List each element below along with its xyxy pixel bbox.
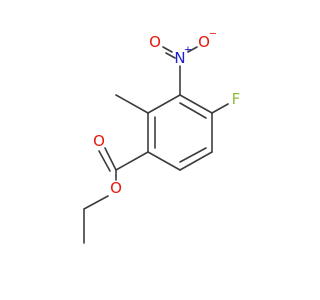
benzene-ring	[147, 94, 213, 171]
bond-carbonyl-o-b	[98, 150, 111, 172]
nitro-oxygen-charge: −	[209, 29, 217, 40]
bond-n-o-single	[187, 46, 198, 53]
bond-c3-c4	[179, 94, 213, 114]
bond-c-f	[211, 103, 229, 114]
nitro-oxygen-single-label: O	[198, 33, 210, 51]
bond-c5-c6-inner	[179, 147, 207, 163]
nitro-nitrogen-label: N	[174, 49, 185, 67]
bond-carbonyl-o-a	[104, 147, 117, 171]
nitro-oxygen-double-label: O	[149, 33, 161, 51]
bond-c3-c4-inner	[179, 102, 207, 119]
bond-ester-o-ch2	[83, 195, 109, 210]
molecule-structure: F N + O − O O O	[83, 29, 241, 244]
bond-c-carbonyl	[115, 151, 149, 171]
bond-n-o-double-a	[162, 46, 173, 53]
ester-oxygen-label: O	[110, 179, 122, 197]
bond-c5-c6	[179, 151, 213, 171]
bond-c2-c3	[147, 94, 181, 114]
carbonyl-oxygen-label: O	[93, 132, 105, 150]
bond-n-o-double-b	[165, 52, 176, 59]
nitro-nitrogen-charge: +	[184, 45, 192, 56]
fluorine-label: F	[232, 90, 241, 108]
bond-methyl	[115, 94, 149, 114]
bond-c6-c1	[147, 151, 181, 171]
